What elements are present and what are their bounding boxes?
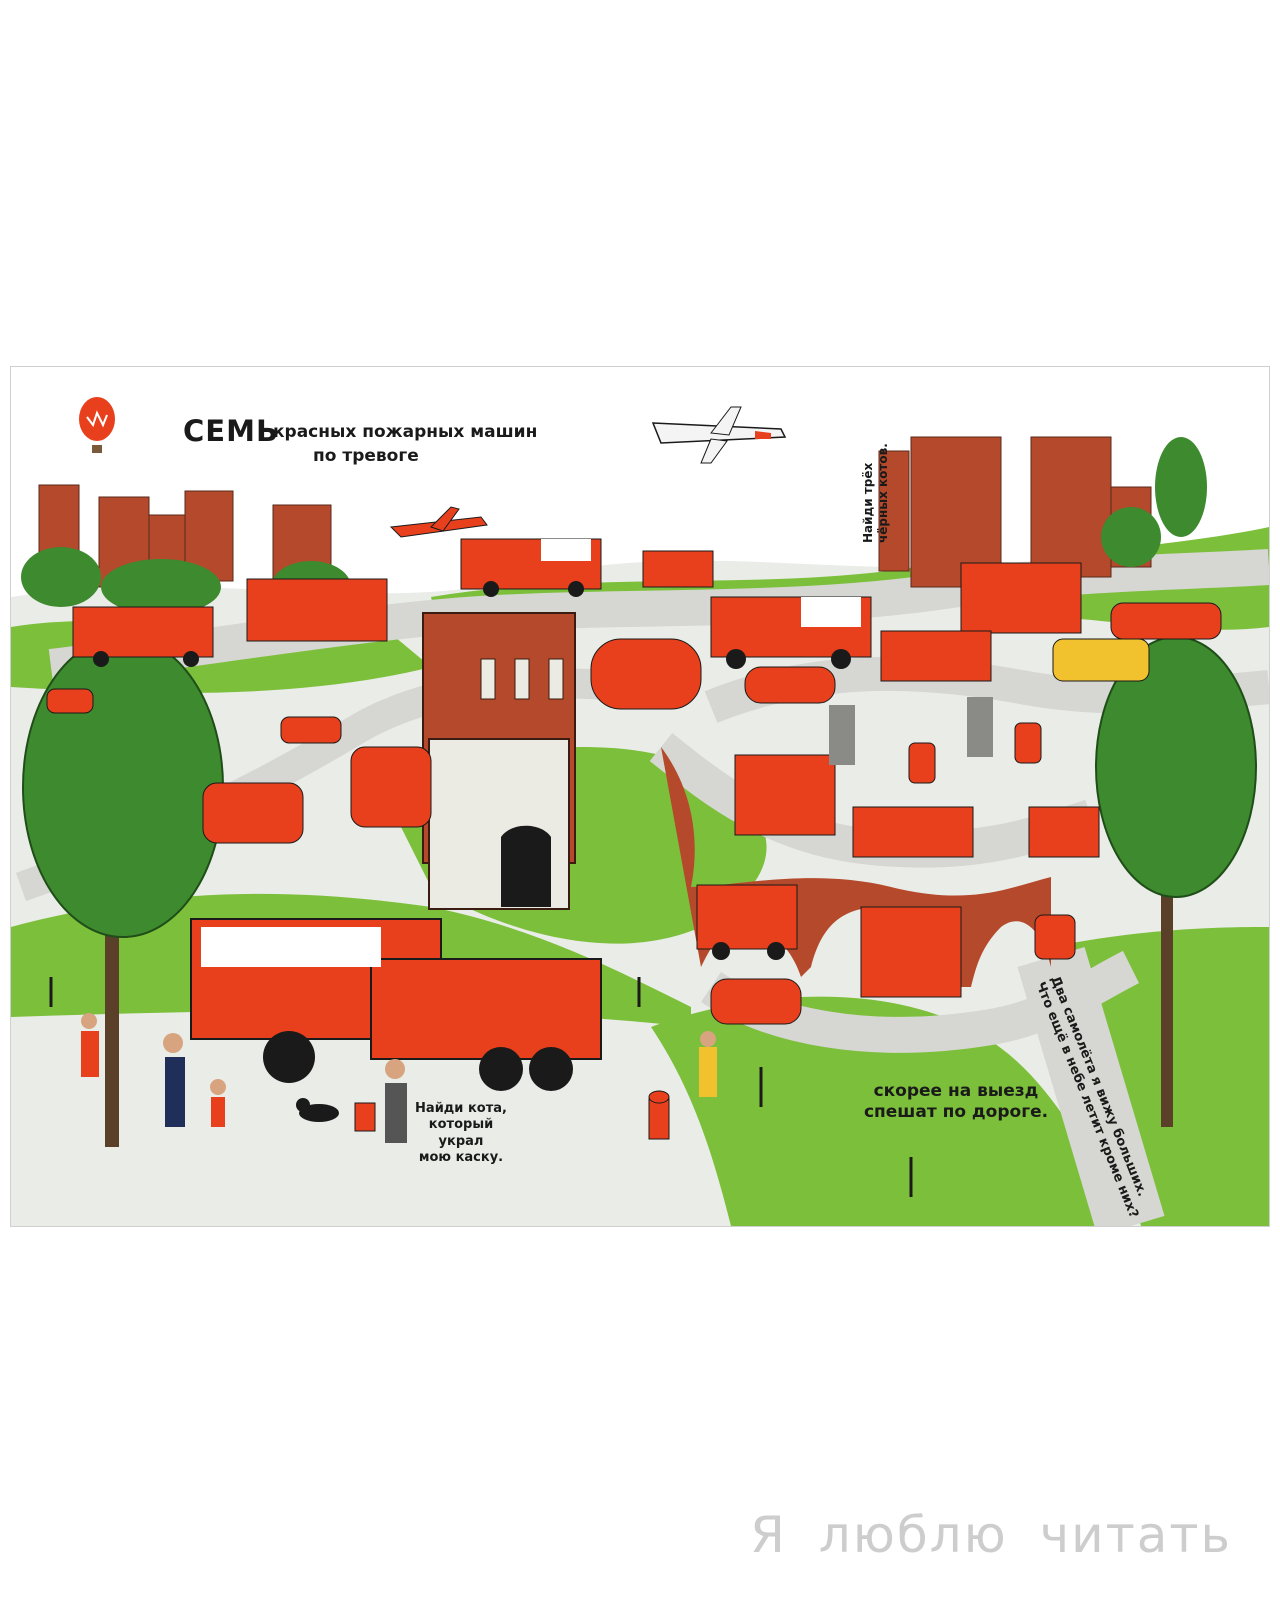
airplane-icon bbox=[651, 406, 787, 464]
taxi bbox=[1052, 638, 1150, 682]
book-spread: СЕМЬ красных пожарных машин по тревоге Н… bbox=[10, 366, 1270, 1227]
road-text: скорее на выезд спешат по дороге. bbox=[856, 1081, 1056, 1124]
fire-truck-top-center bbox=[460, 538, 602, 597]
fire-hydrant-icon bbox=[648, 1090, 670, 1140]
grass-center-bottom bbox=[651, 996, 1101, 1226]
fire-truck-upper-left bbox=[72, 606, 214, 667]
trees-background bbox=[21, 437, 1207, 615]
red-vehicles bbox=[46, 550, 1222, 1025]
people bbox=[81, 1013, 717, 1143]
road-text-line-1: скорее на выезд bbox=[873, 1081, 1039, 1101]
cats-task: Найди трёх чёрных котов. bbox=[861, 423, 891, 543]
road-down bbox=[1017, 947, 1165, 1226]
fire-truck-bridge bbox=[696, 884, 798, 960]
fire-truck-big bbox=[190, 918, 602, 1091]
grass-lower-right bbox=[1051, 927, 1269, 1226]
balloon-icon bbox=[79, 397, 115, 453]
cats-task-line-2: чёрных котов. bbox=[876, 443, 890, 543]
helmet-task-line-2: который украл bbox=[428, 1117, 494, 1149]
city-illustration bbox=[11, 397, 1269, 1226]
title-strong: СЕМЬ bbox=[183, 414, 280, 448]
fire-truck-right bbox=[710, 596, 872, 669]
helmet-task: Найди кота, который украл мою каску. bbox=[409, 1101, 513, 1166]
watermark: Я люблю читать bbox=[750, 1506, 1232, 1564]
overpass-pillars bbox=[829, 697, 993, 765]
title-line-1: красных пожарных машин bbox=[273, 422, 538, 442]
airplane-small-icon bbox=[389, 506, 488, 538]
cats-task-line-1: Найди трёх bbox=[861, 462, 875, 543]
helmet-task-line-1: Найди кота, bbox=[415, 1101, 507, 1116]
cat-icon bbox=[296, 1098, 376, 1132]
road-text-line-2: спешат по дороге. bbox=[863, 1102, 1049, 1123]
buildings-right bbox=[878, 436, 1152, 588]
title-line-2: по тревоге bbox=[313, 446, 419, 466]
helmet-task-line-3: мою каску. bbox=[418, 1149, 504, 1165]
fence-posts bbox=[49, 977, 913, 1197]
fire-station bbox=[422, 612, 576, 910]
